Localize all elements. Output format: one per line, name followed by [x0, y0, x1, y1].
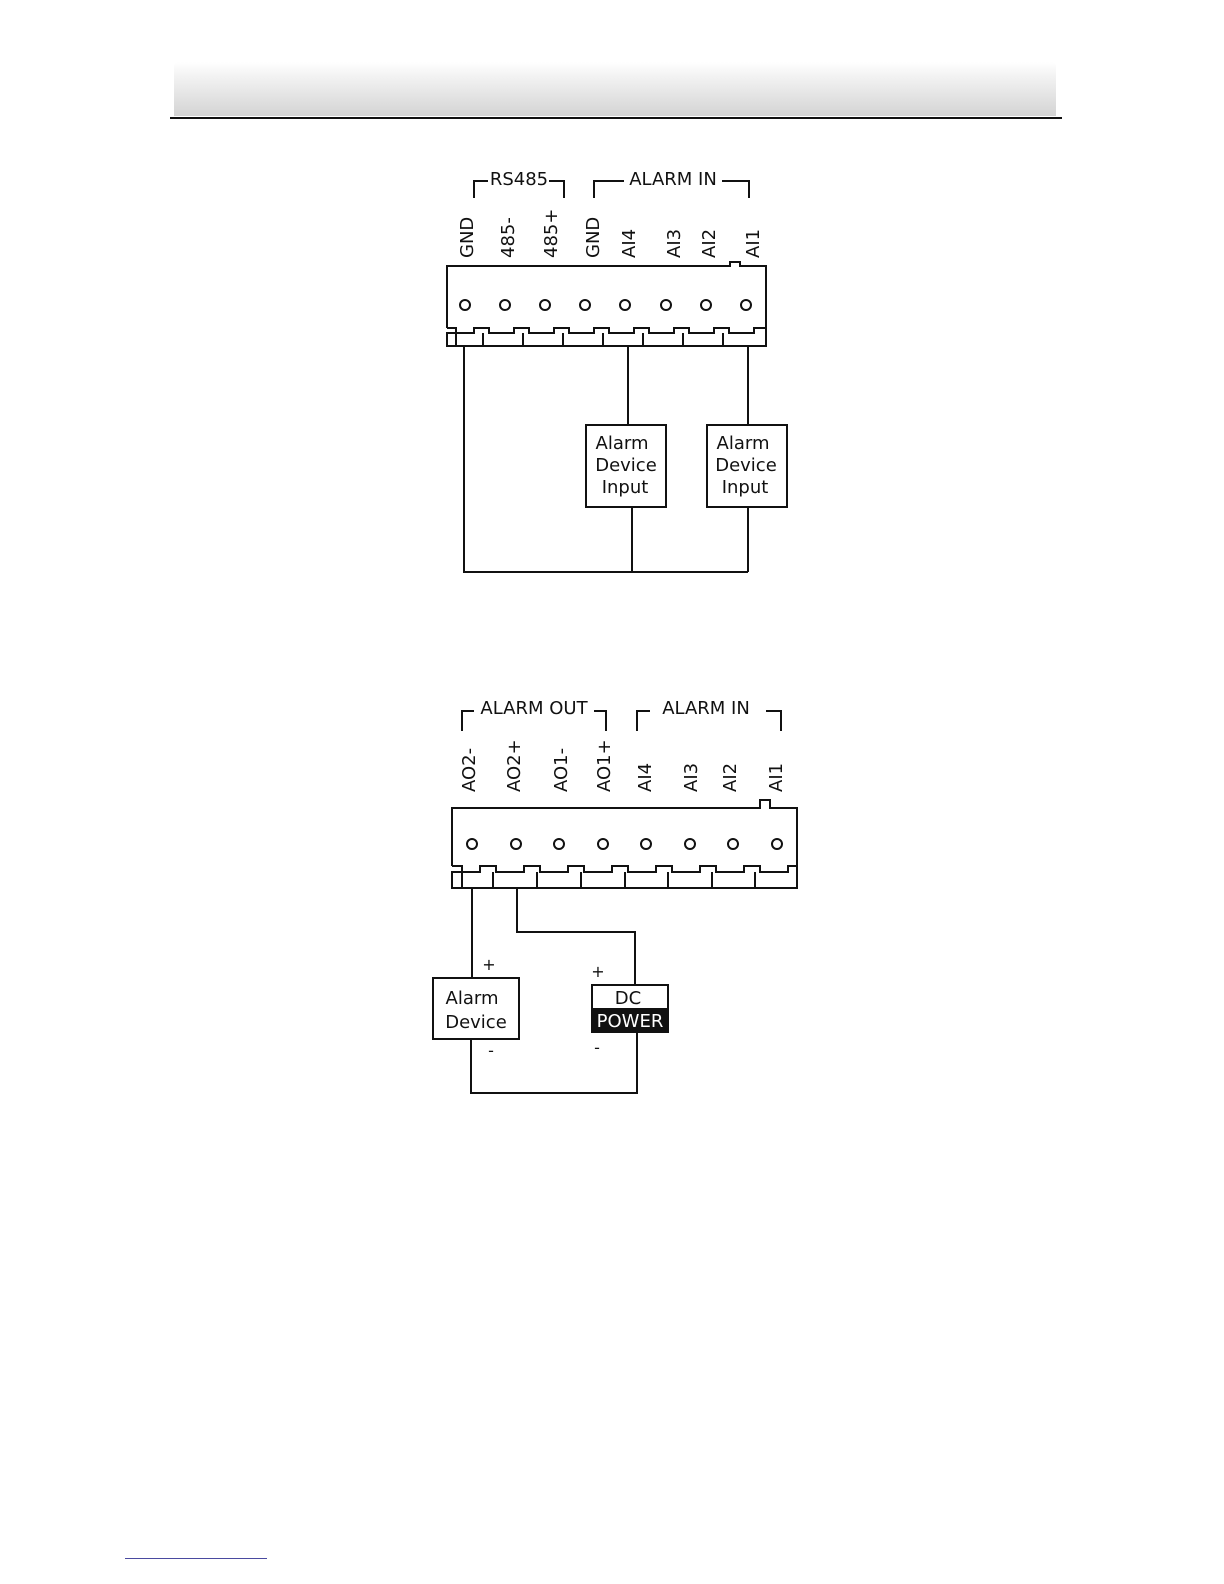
alarm-out-bracket-right	[594, 711, 606, 731]
return-wire-2	[471, 1032, 637, 1093]
pin-label: AI4	[635, 763, 656, 792]
pin-label: 485-	[498, 217, 519, 258]
device-label-line: Input	[722, 477, 769, 498]
group-label-alarm-out: ALARM OUT	[480, 698, 588, 719]
diagram-alarm-out-alarm-in	[433, 711, 797, 1093]
group-label-rs485: RS485	[490, 169, 548, 190]
rs485-bracket	[474, 181, 488, 198]
pin-label: AI1	[743, 229, 764, 258]
pin-holes-1	[460, 300, 751, 310]
pin-label: AI3	[681, 763, 702, 792]
pin-label: AO2+	[504, 739, 525, 792]
group-label-alarm-in-2: ALARM IN	[662, 698, 750, 719]
terminal-block-2	[452, 800, 797, 866]
pin-label: AI1	[766, 763, 787, 792]
dc-power-minus: -	[594, 1038, 600, 1057]
device-label-line: Alarm	[717, 433, 770, 454]
footer-link-rule	[125, 1558, 267, 1559]
device-label-line: Device	[715, 455, 777, 476]
alarm-device-minus: -	[488, 1041, 494, 1060]
group-label-alarm-in: ALARM IN	[629, 169, 717, 190]
pin-label: AO1-	[551, 748, 572, 792]
terminal-dividers-2	[493, 872, 755, 888]
pin-label: 485+	[541, 209, 562, 258]
ao2-plus-wire	[517, 888, 635, 985]
alarm-device-label-line: Device	[445, 1012, 507, 1033]
screw-terminals-1	[447, 328, 766, 346]
pin-label: GND	[583, 217, 604, 258]
device-label-line: Input	[602, 477, 649, 498]
pin-label: AO1+	[594, 739, 615, 792]
alarm-in-bracket-right	[722, 181, 749, 198]
alarm-device-label-line: Alarm	[446, 988, 499, 1009]
pin-label: AI2	[699, 229, 720, 258]
rs485-bracket-right	[549, 181, 564, 198]
pin-label: AO2-	[459, 748, 480, 792]
diagram2-labels: ALARM OUT ALARM IN AO2- AO2+ AO1- AO1+ A…	[445, 698, 787, 1060]
device-label-line: Device	[595, 455, 657, 476]
alarm-device-plus: +	[482, 955, 495, 974]
alarm-in-bracket-2	[637, 711, 650, 731]
dc-power-label-power: POWER	[597, 1011, 664, 1032]
device-label-line: Alarm	[596, 433, 649, 454]
dc-power-plus: +	[591, 962, 604, 981]
alarm-in-bracket	[594, 181, 624, 198]
terminal-block-1	[447, 262, 766, 328]
terminal-dividers-1	[483, 333, 723, 346]
alarm-out-bracket	[462, 711, 474, 731]
pin-label: AI2	[720, 763, 741, 792]
dc-power-label-dc: DC	[615, 988, 641, 1009]
pin-label: AI4	[619, 229, 640, 258]
pin-label: GND	[457, 217, 478, 258]
alarm-in-bracket-2-right	[766, 711, 781, 731]
pin-label: AI3	[664, 229, 685, 258]
pin-holes-2	[467, 839, 782, 849]
